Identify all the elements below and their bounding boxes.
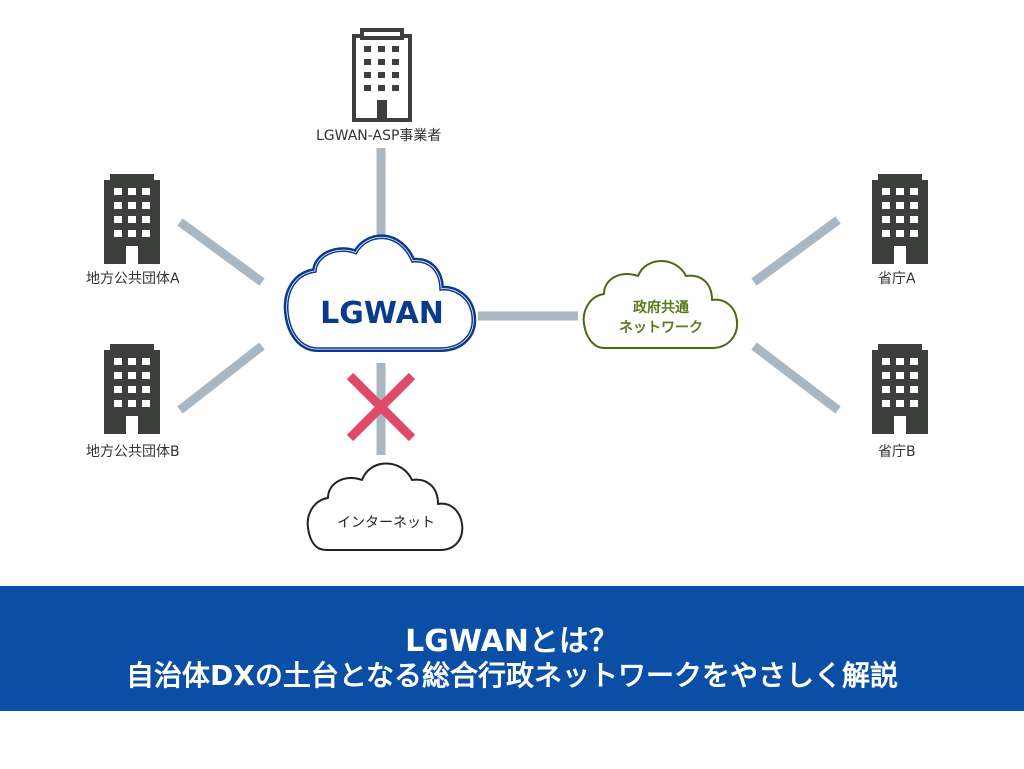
local-a-label: 地方公共団体A [86,271,180,287]
building-ministry-a-icon [872,174,928,264]
gov-cloud-label-line2: ネットワーク [619,320,703,336]
lgwan-cloud-label: LGWAN [320,296,444,331]
building-ministry-b-icon [872,344,928,434]
banner-title: LGWANとは？ [405,624,619,659]
connector-local-a [177,218,265,286]
network-diagram [104,28,928,551]
connector-ministry-a [751,216,841,286]
gov-cloud-label-line1: 政府共通 [633,300,689,316]
blocked-cross-icon [346,372,416,442]
banner-subtitle: 自治体DXの土台となる総合行政ネットワークをやさしく解説 [126,659,898,692]
ministry-a-label: 省庁A [878,271,916,287]
building-asp-icon [352,28,412,122]
ministry-b-label: 省庁B [878,444,916,460]
gov-network-cloud-icon [582,260,739,349]
lgwan-cloud-icon [283,234,477,352]
internet-cloud-icon [306,462,464,551]
connector-ministry-b [751,342,841,414]
local-b-label: 地方公共団体B [86,444,180,460]
title-banner: LGWANとは？ 自治体DXの土台となる総合行政ネットワークをやさしく解説 [0,586,1024,711]
building-local-a-icon [104,174,160,264]
building-local-b-icon [104,344,160,434]
connector-local-b [177,342,265,414]
asp-label: LGWAN-ASP事業者 [316,128,442,144]
internet-cloud-label: インターネット [337,515,435,531]
